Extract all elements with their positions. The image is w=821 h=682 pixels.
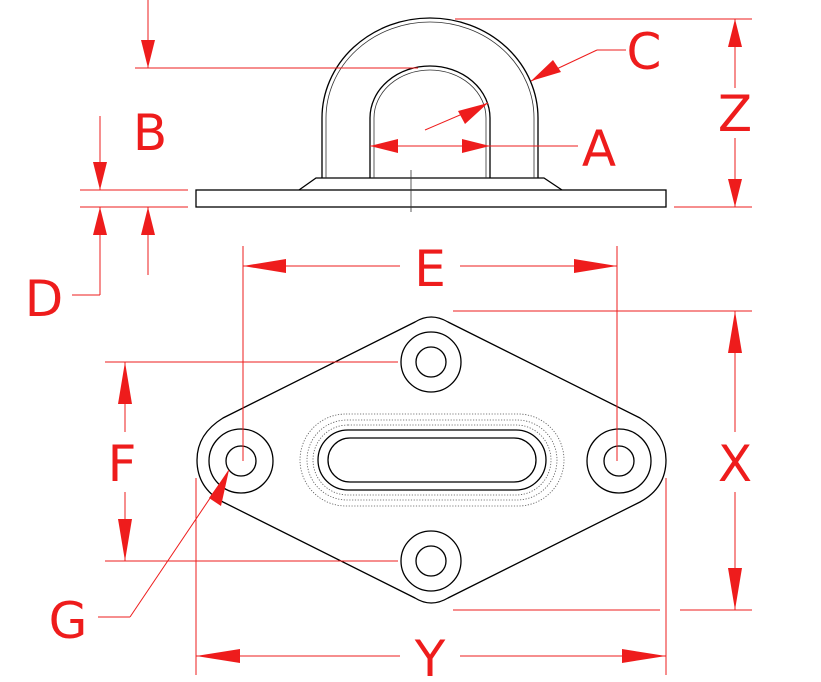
side-view [195, 17, 667, 212]
label-d: D [25, 270, 64, 328]
label-y: Y [414, 630, 446, 682]
mounting-hole-right [586, 428, 652, 494]
label-z: Z [718, 85, 752, 143]
mounting-hole-bottom [400, 530, 462, 592]
slot-inner [327, 437, 537, 483]
side-loop-outer [321, 17, 539, 178]
side-boss [298, 177, 563, 191]
slot-outer [317, 429, 547, 491]
label-b: B [133, 104, 167, 162]
top-plate-outline [196, 316, 667, 604]
label-c: C [627, 23, 662, 81]
top-view [196, 316, 667, 604]
dimension-labels: B C Z A D E F X G Y [25, 23, 752, 682]
label-e: E [414, 240, 446, 298]
mounting-hole-top [400, 331, 462, 393]
mounting-hole-left [208, 428, 274, 494]
label-g: G [49, 592, 88, 650]
dimension-lines [72, 0, 752, 675]
label-a: A [582, 120, 616, 178]
label-x: X [718, 435, 752, 493]
side-base-plate [195, 189, 667, 208]
side-loop-inner [369, 65, 491, 178]
label-f: F [108, 435, 137, 493]
